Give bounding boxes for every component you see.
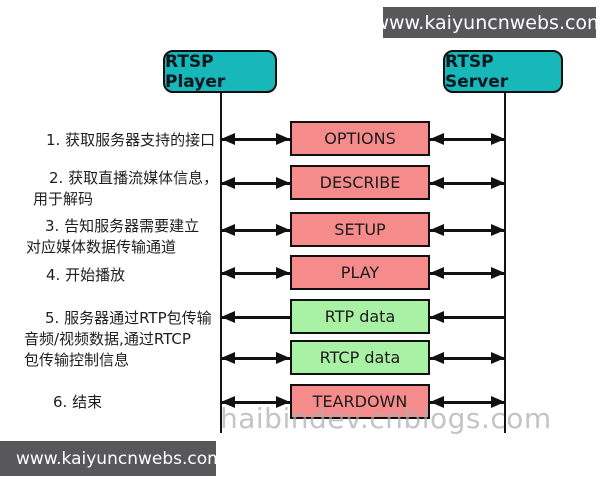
arrowhead-right-icon: [276, 133, 290, 145]
arrowhead-left-icon: [430, 396, 444, 408]
bottom-site-watermark-bar: www.kaiyuncnwebs.com: [0, 441, 224, 476]
bottom-site-watermark-text: www.kaiyuncnwebs.com: [16, 448, 224, 469]
player-lifeline: [220, 93, 222, 433]
step-label-1: 1. 获取服务器支持的接口: [46, 131, 216, 149]
step-label-5: 5. 服务器通过RTP包传输 音频/视频数据,通过RTCP 包传输控制信息: [24, 309, 212, 369]
arrowhead-left-icon: [221, 311, 235, 323]
arrowhead-right-icon: [276, 352, 290, 364]
arrowhead-left-icon: [430, 133, 444, 145]
arrow-left-segment: [221, 267, 290, 279]
message-box-rtcp-data: RTCP data: [290, 340, 430, 375]
arrowhead-left-icon: [430, 177, 444, 189]
arrow-right-segment: [430, 177, 505, 189]
arrow-right-segment: [430, 267, 505, 279]
message-box-teardown: TEARDOWN: [290, 384, 430, 419]
server-lifeline: [504, 93, 506, 433]
arrowhead-right-icon: [491, 177, 505, 189]
arrowhead-right-icon: [276, 396, 290, 408]
arrowhead-right-icon: [276, 177, 290, 189]
actor-rtsp-server: RTSP Server: [443, 50, 563, 93]
message-box-describe: DESCRIBE: [290, 165, 430, 200]
arrowhead-left-icon: [430, 224, 444, 236]
step-label-3: 3. 告知服务器需要建立 对应媒体数据传输通道: [26, 217, 200, 256]
message-box-setup: SETUP: [290, 212, 430, 247]
step-label-4: 4. 开始播放: [46, 266, 126, 284]
top-site-watermark-bar: www.kaiyuncnwebs.com: [373, 7, 600, 38]
arrowhead-left-icon: [221, 396, 235, 408]
arrowhead-right-icon: [491, 224, 505, 236]
arrow-right-segment: [430, 311, 505, 323]
top-site-watermark-text: www.kaiyuncnwebs.com: [373, 11, 600, 34]
arrowhead-left-icon: [430, 352, 444, 364]
arrowhead-right-icon: [276, 267, 290, 279]
arrowhead-left-icon: [430, 267, 444, 279]
arrowhead-right-icon: [491, 396, 505, 408]
arrowhead-left-icon: [221, 224, 235, 236]
arrowhead-left-icon: [221, 133, 235, 145]
arrowhead-left-icon: [221, 352, 235, 364]
arrowhead-right-icon: [491, 133, 505, 145]
arrowhead-right-icon: [491, 352, 505, 364]
arrowhead-right-icon: [276, 224, 290, 236]
step-label-6: 6. 结束: [53, 393, 103, 411]
arrow-left-segment: [221, 133, 290, 145]
center-watermark: haibindev.cnblogs.com: [220, 402, 552, 435]
arrow-left-segment: [221, 396, 290, 408]
arrowhead-left-icon: [221, 267, 235, 279]
arrow-right-segment: [430, 133, 505, 145]
arrow-right-segment: [430, 352, 505, 364]
arrow-right-segment: [430, 224, 505, 236]
message-box-options: OPTIONS: [290, 121, 430, 156]
arrowhead-right-icon: [491, 267, 505, 279]
message-box-play: PLAY: [290, 255, 430, 290]
arrow-right-segment: [430, 396, 505, 408]
arrow-left-segment: [221, 224, 290, 236]
step-label-2: 2. 获取直播流媒体信息， 用于解码: [33, 169, 219, 208]
actor-rtsp-player: RTSP Player: [163, 50, 277, 93]
arrow-left-segment: [221, 311, 290, 323]
message-box-rtp-data: RTP data: [290, 299, 430, 334]
arrowhead-left-icon: [221, 177, 235, 189]
arrow-left-segment: [221, 177, 290, 189]
arrow-left-segment: [221, 352, 290, 364]
arrowhead-left-icon: [430, 311, 444, 323]
